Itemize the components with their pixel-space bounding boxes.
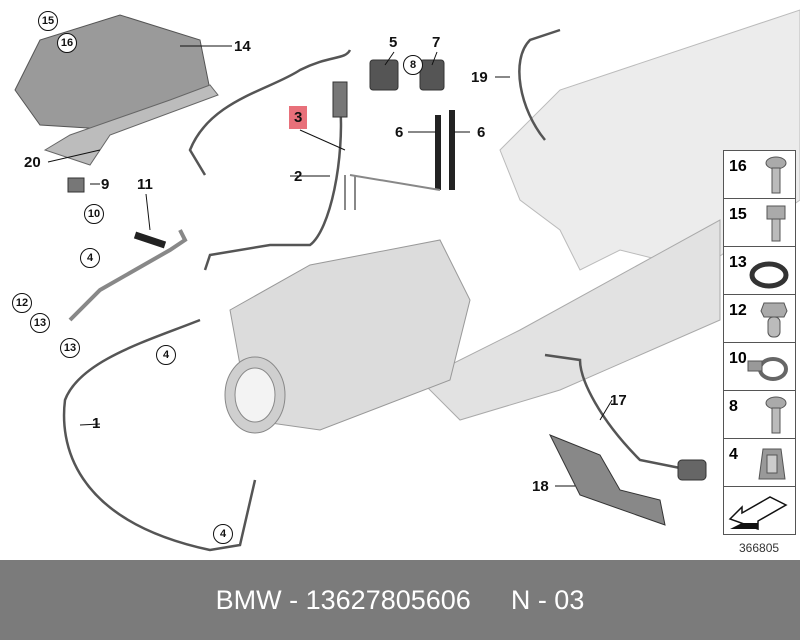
torx-screw-icon [765,396,787,434]
callout-3-highlighted: 3 [289,106,308,129]
small-parts-legend: 16 15 13 12 10 8 4 [723,150,796,535]
leader-lines [47,45,613,487]
part-number: BMW - 13627805606 [215,584,471,615]
part-number-banner: BMW - 13627805606 N - 03 [0,560,800,640]
sensor-cable-17 [544,353,691,472]
legend-row [723,486,796,535]
sensor-3 [332,81,348,118]
exhaust-pipe [419,219,721,421]
callout-18: 18 [532,478,549,495]
callout-1: 1 [92,415,101,432]
heat-shield-plate [43,84,219,166]
legend-row: 16 [723,150,796,198]
connector-17 [677,459,707,481]
callout-4: 4 [156,345,176,365]
legend-row: 15 [723,198,796,246]
sensor-cable-1 [62,318,257,552]
arrow-icon [728,496,788,531]
hex-bolt-icon [766,205,786,242]
legend-row: 12 [723,294,796,342]
callout-15: 15 [38,11,58,31]
callout-2: 2 [294,168,303,185]
callout-7: 7 [432,34,441,51]
callout-17: 17 [610,392,627,409]
callout-16: 16 [57,33,77,53]
hose-11 [133,231,167,249]
sensor-cable-2b [203,99,343,271]
bracket-18 [548,434,666,526]
legend-row: 8 [723,390,796,438]
pipe-11 [68,229,188,322]
callout-8: 8 [403,55,423,75]
callout-9: 9 [101,176,110,193]
pressure-converter-5 [369,59,399,91]
legend-row: 13 [723,246,796,294]
callout-14: 14 [234,38,251,55]
sensor-9 [67,177,85,193]
callout-5: 5 [389,34,398,51]
legend-row: 4 [723,438,796,486]
callout-19: 19 [471,69,488,86]
banjo-bolt-icon [760,302,788,338]
callout-13: 13 [60,338,80,358]
pressure-converter-7 [419,59,445,91]
engine-cover-bracket [14,14,211,131]
clip-nut-icon [758,448,786,480]
callout-10: 10 [84,204,104,224]
legend-row: 10 [723,342,796,390]
callout-11: 11 [137,176,153,193]
callout-4: 4 [80,248,100,268]
diagram-page: N - 03 [510,584,585,615]
callout-13: 13 [30,313,50,333]
callout-20: 20 [24,154,41,171]
hose-clamp-icon [747,357,788,381]
sealing-ring-icon [749,261,789,289]
callout-6: 6 [477,124,486,141]
callout-4: 4 [213,524,233,544]
sensor-cable-2 [188,49,352,176]
vacuum-lines [344,174,441,210]
sensor-cable-19 [518,28,561,141]
exploded-parts-diagram [14,9,800,552]
diagram-reference-id: 366805 [739,541,780,555]
callout-6: 6 [395,124,404,141]
torx-screw-icon [765,156,787,194]
callout-12: 12 [12,293,32,313]
